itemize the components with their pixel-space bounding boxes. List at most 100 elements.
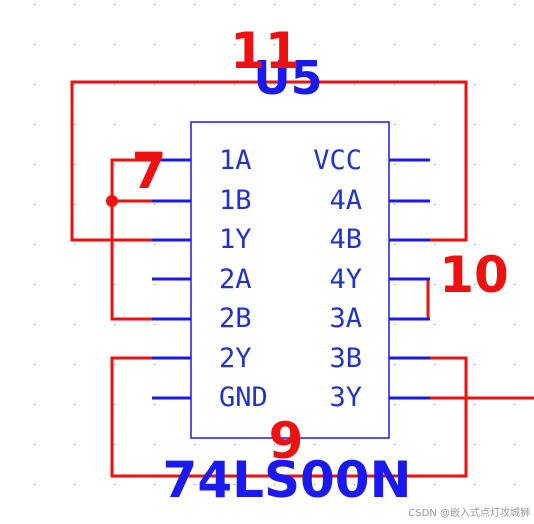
net-label-10: 10 <box>439 246 509 304</box>
pin-label-2a: 2A <box>219 264 252 295</box>
grid-dot <box>34 324 36 326</box>
grid-dot <box>514 364 516 366</box>
grid-dot <box>394 4 396 6</box>
grid-dot <box>194 4 196 6</box>
grid-dot <box>34 84 36 86</box>
grid-dot <box>514 44 516 46</box>
grid-dot <box>154 84 156 86</box>
net-label-7: 7 <box>132 142 167 200</box>
grid-dot <box>74 404 76 406</box>
grid-dot <box>74 164 76 166</box>
grid-dot <box>114 444 116 446</box>
grid-dot <box>434 404 436 406</box>
grid-dot <box>114 244 116 246</box>
grid-dot <box>34 124 36 126</box>
pin-label-4y: 4Y <box>329 264 362 295</box>
grid-dot <box>274 4 276 6</box>
pin-label-2y: 2Y <box>219 343 252 374</box>
grid-dot <box>74 124 76 126</box>
grid-dot <box>394 44 396 46</box>
grid-dot <box>34 484 36 486</box>
pin-label-4a: 4A <box>329 185 362 216</box>
grid-dot <box>514 404 516 406</box>
net-label-9: 9 <box>269 412 304 470</box>
grid-dot <box>474 124 476 126</box>
grid-dot <box>474 164 476 166</box>
grid-dot <box>154 324 156 326</box>
grid-dot <box>474 404 476 406</box>
grid-dot <box>394 284 396 286</box>
wire-net-7-branch[interactable] <box>110 158 152 321</box>
grid-dot <box>394 124 396 126</box>
wire-net-9[interactable] <box>110 356 468 478</box>
grid-dot <box>434 244 436 246</box>
wire-net-10[interactable] <box>390 277 430 321</box>
grid-dot <box>114 164 116 166</box>
grid-dot <box>274 484 276 486</box>
grid-dot <box>354 4 356 6</box>
net-label-11: 11 <box>230 22 300 80</box>
grid-dot <box>394 244 396 246</box>
grid-dot <box>354 84 356 86</box>
grid-dot <box>114 364 116 366</box>
left-pin-labels: 1A 1B 1Y 2A 2B 2Y GND <box>219 145 268 413</box>
pin-label-1a: 1A <box>219 145 252 176</box>
grid-dot <box>154 4 156 6</box>
grid-dot <box>514 4 516 6</box>
grid-dot <box>474 364 476 366</box>
grid-dot <box>514 84 516 86</box>
grid-dot <box>34 164 36 166</box>
pin-label-3a: 3A <box>329 303 362 334</box>
grid-dot <box>314 84 316 86</box>
grid-dot <box>114 44 116 46</box>
grid-dot <box>354 44 356 46</box>
pin-label-3b: 3B <box>329 343 362 374</box>
grid-dot <box>34 404 36 406</box>
grid-dot <box>34 284 36 286</box>
grid-dot <box>194 44 196 46</box>
grid-dot <box>434 84 436 86</box>
pin-label-gnd: GND <box>219 382 268 413</box>
grid-dot <box>154 404 156 406</box>
grid-dot <box>474 244 476 246</box>
grid-dot <box>434 164 436 166</box>
grid-dot <box>74 364 76 366</box>
grid-dot <box>74 484 76 486</box>
grid-dot <box>314 4 316 6</box>
grid-dot <box>234 44 236 46</box>
wire-net-11[interactable] <box>70 80 468 242</box>
grid-dot <box>74 4 76 6</box>
grid-dot <box>434 44 436 46</box>
grid-dot <box>154 204 156 206</box>
grid-dot <box>434 204 436 206</box>
grid-dot <box>474 44 476 46</box>
grid-dot <box>194 484 196 486</box>
watermark-text: CSDN @嵌入式点灯攻城狮 <box>408 506 530 519</box>
pin-label-4b: 4B <box>329 224 362 255</box>
grid-dot <box>474 4 476 6</box>
grid-dot <box>154 124 156 126</box>
grid-dot <box>74 44 76 46</box>
grid-dot <box>434 284 436 286</box>
grid-dot <box>154 164 156 166</box>
pin-label-vcc: VCC <box>313 145 362 176</box>
grid-dot <box>114 484 116 486</box>
grid-dot <box>234 84 236 86</box>
grid-dot <box>154 484 156 486</box>
grid-dot <box>394 324 396 326</box>
grid-dot <box>34 204 36 206</box>
grid-dot <box>74 444 76 446</box>
grid-dot <box>514 484 516 486</box>
grid-dot <box>434 444 436 446</box>
grid-dot <box>514 124 516 126</box>
grid-dot <box>194 84 196 86</box>
grid-dot <box>114 284 116 286</box>
grid-dot <box>514 164 516 166</box>
component-reference: U5 <box>253 51 322 105</box>
chip-body[interactable] <box>190 121 390 439</box>
grid-dot <box>234 444 236 446</box>
grid-dot <box>474 284 476 286</box>
grid-dot <box>514 244 516 246</box>
grid-dot <box>434 364 436 366</box>
